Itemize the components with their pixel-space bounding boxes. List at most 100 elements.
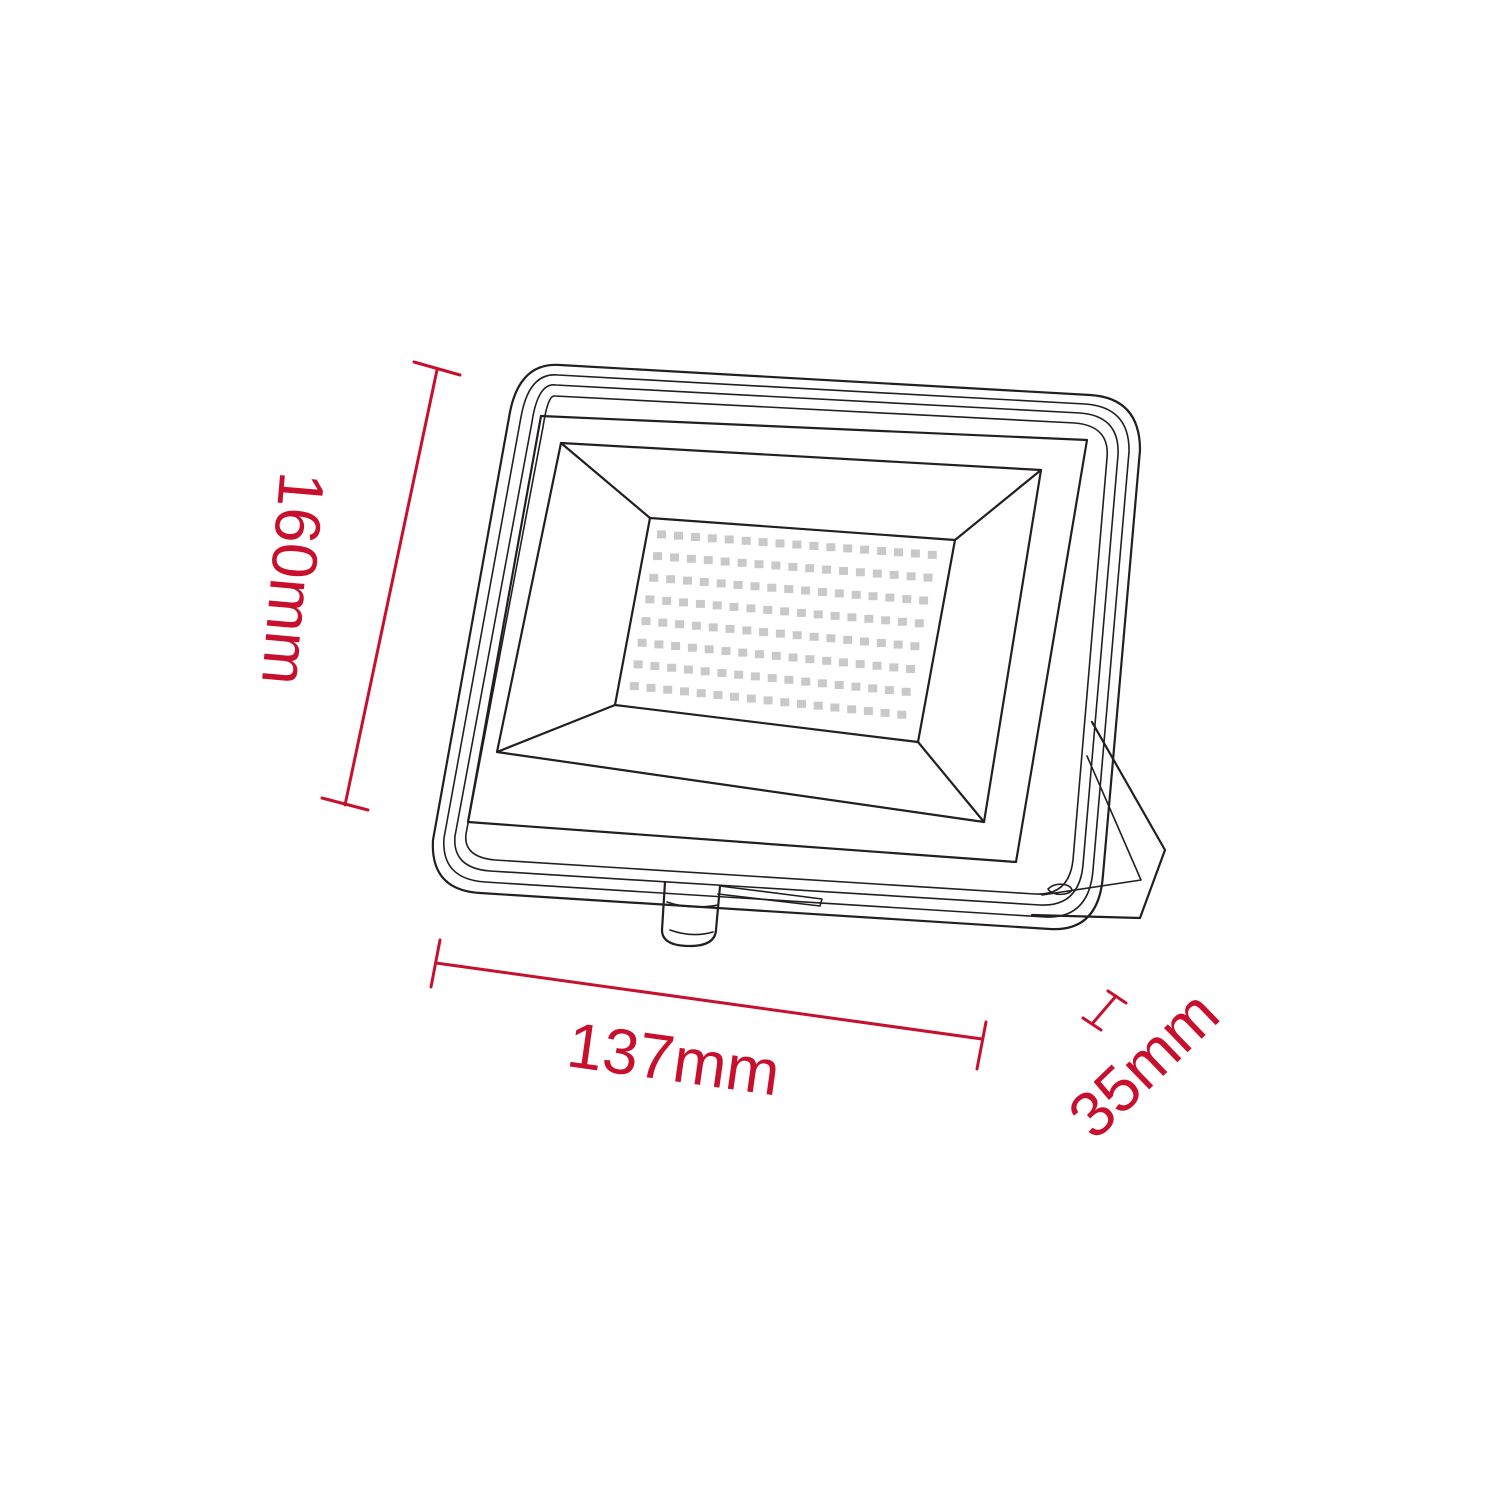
led-chip xyxy=(708,623,718,632)
led-chip xyxy=(657,530,666,539)
led-chip xyxy=(788,653,798,662)
led-chip xyxy=(792,540,802,549)
led-chip xyxy=(809,541,819,550)
led-chip xyxy=(633,660,643,669)
led-chip xyxy=(860,637,869,646)
led-chip xyxy=(716,579,726,588)
depth-dimension-label: 35mm xyxy=(1055,977,1233,1152)
led-chip xyxy=(822,565,832,574)
led-chip xyxy=(759,628,769,637)
height-dimension-line xyxy=(343,368,439,807)
led-chip xyxy=(691,621,701,630)
cable-gland xyxy=(660,880,823,948)
width-dimension: 137mm xyxy=(429,938,988,1109)
led-chip xyxy=(872,661,882,670)
led-chip xyxy=(880,708,890,717)
led-chip xyxy=(683,665,693,674)
led-chip xyxy=(902,595,912,604)
led-chip xyxy=(813,610,823,619)
led-chip xyxy=(734,670,744,679)
led-chip xyxy=(872,569,882,578)
led-chip xyxy=(780,607,790,616)
led-chip xyxy=(796,608,806,617)
led-chip xyxy=(855,568,865,577)
led-chip xyxy=(641,617,651,626)
led-chip xyxy=(758,538,768,547)
depth-dimension: 35mm xyxy=(1055,977,1233,1152)
led-chip xyxy=(817,679,827,688)
led-chip xyxy=(707,534,717,543)
led-chip xyxy=(629,682,639,691)
led-chip xyxy=(847,705,857,714)
led-chip xyxy=(683,576,692,585)
led-chip xyxy=(775,629,785,638)
led-chip xyxy=(830,703,840,712)
led-chip xyxy=(729,602,739,611)
led-chip xyxy=(666,575,676,584)
led-chip xyxy=(906,665,915,673)
height-dimension: 160mm xyxy=(248,360,462,812)
led-chip xyxy=(792,631,802,640)
led-chip xyxy=(897,617,907,626)
led-chip xyxy=(894,548,903,557)
led-chip xyxy=(897,710,907,719)
led-chip xyxy=(742,626,752,635)
led-chip xyxy=(826,543,836,552)
led-chip xyxy=(919,596,929,605)
depth-dimension-tick-bottom xyxy=(1081,1016,1103,1032)
led-chip xyxy=(910,642,920,651)
led-chip xyxy=(713,691,723,699)
mounting-bracket xyxy=(1030,720,1167,920)
led-chip xyxy=(889,570,899,579)
led-chip xyxy=(700,667,710,676)
led-chip xyxy=(893,640,903,649)
height-dimension-tick-top xyxy=(412,360,462,377)
led-chip xyxy=(797,699,806,708)
width-dimension-label: 137mm xyxy=(563,1008,784,1109)
width-dimension-tick-right xyxy=(975,1020,988,1071)
led-chip xyxy=(730,692,740,701)
led-chip xyxy=(675,620,685,629)
led-chip xyxy=(674,531,683,540)
led-chip xyxy=(784,585,794,594)
led-chip xyxy=(881,616,891,625)
led-chip xyxy=(741,536,751,545)
led-chip xyxy=(788,562,798,571)
led-chip xyxy=(801,677,811,686)
led-chip xyxy=(910,549,920,558)
led-chip xyxy=(884,686,894,695)
led-chip xyxy=(695,599,705,608)
led-chip xyxy=(671,642,681,650)
led-chip xyxy=(717,669,727,677)
led-chip xyxy=(679,598,688,607)
led-chip xyxy=(901,687,911,696)
led-chip xyxy=(868,592,878,601)
led-chip xyxy=(809,632,819,641)
led-chip xyxy=(653,552,663,561)
led-chip xyxy=(813,701,823,710)
led-chip xyxy=(801,586,811,595)
led-chip xyxy=(703,556,713,565)
led-chip xyxy=(737,558,747,567)
led-chip xyxy=(771,651,781,660)
led-chip xyxy=(650,662,660,671)
led-chip xyxy=(646,683,656,692)
led-chip xyxy=(755,650,764,659)
led-chip xyxy=(839,566,848,575)
led-chip xyxy=(817,588,827,596)
led-chip xyxy=(649,573,659,582)
led-chip xyxy=(763,696,773,705)
floodlight-housing xyxy=(431,363,1142,931)
led-chip xyxy=(855,660,865,669)
led-chip xyxy=(721,647,731,655)
led-chip xyxy=(733,580,743,589)
led-chip xyxy=(847,613,857,622)
led-chip xyxy=(738,648,748,657)
led-chip xyxy=(860,545,870,554)
led-chip xyxy=(822,656,832,665)
led-chip xyxy=(927,550,937,559)
led-chip xyxy=(851,590,861,599)
led-chip xyxy=(834,681,844,689)
led-chip xyxy=(750,672,760,681)
